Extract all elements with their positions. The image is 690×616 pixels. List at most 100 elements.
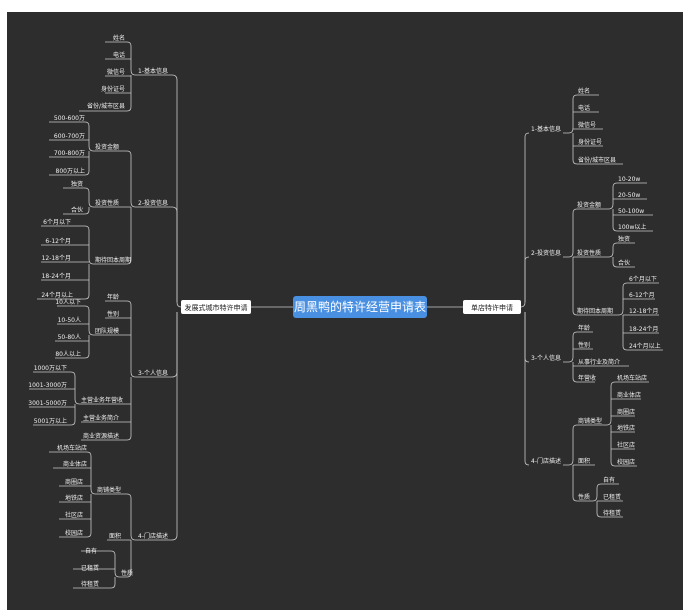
- left-payback-1[interactable]: 6个月以下: [43, 219, 71, 226]
- right-s4-nature[interactable]: 性质: [578, 493, 590, 501]
- left-revenue-2[interactable]: 1001-3000万: [28, 382, 67, 389]
- right-section-1[interactable]: 1-基本信息: [531, 125, 561, 133]
- left-payback-4[interactable]: 18-24个月: [42, 273, 71, 280]
- left-payback-2[interactable]: 6-12个月: [45, 238, 71, 245]
- left-nature-2[interactable]: 合伙: [71, 206, 83, 214]
- central-title: 周黑鸭的特许经营申请表: [294, 299, 426, 314]
- right-s4-shop-type[interactable]: 商铺类型: [578, 417, 602, 425]
- left-team-2[interactable]: 10-50人: [58, 317, 81, 324]
- left-s3-age[interactable]: 年龄: [107, 293, 119, 301]
- central-node[interactable]: 周黑鸭的特许经营申请表: [293, 296, 427, 318]
- right-shop-3[interactable]: 商圈店: [617, 408, 635, 416]
- left-s3-team[interactable]: 团队规模: [95, 327, 119, 335]
- left-nature2-3[interactable]: 待租赁: [81, 580, 99, 588]
- left-shop-1[interactable]: 机场车站店: [57, 444, 87, 452]
- right-payback-4[interactable]: 18-24个月: [629, 326, 658, 333]
- left-shop-3[interactable]: 商圈店: [65, 478, 83, 486]
- right-amount-1[interactable]: 10-20w: [618, 176, 640, 183]
- left-section-1[interactable]: 1-基本信息: [138, 67, 168, 75]
- left-revenue-1[interactable]: 1000万以下: [34, 365, 67, 372]
- left-revenue-3[interactable]: 3001-5000万: [28, 400, 67, 407]
- left-s4-nature[interactable]: 性质: [121, 569, 133, 577]
- left-nature-1[interactable]: 独资: [71, 180, 83, 188]
- right-section-4[interactable]: 4-门店描述: [531, 457, 561, 465]
- right-nature-1[interactable]: 独资: [618, 235, 630, 243]
- right-shop-1[interactable]: 机场车站店: [617, 374, 647, 382]
- left-s1-item-phone[interactable]: 电话: [113, 51, 125, 59]
- left-amount-3[interactable]: 700-800万: [54, 150, 85, 157]
- connector-left-s4-b: [107, 539, 132, 578]
- left-amount-1[interactable]: 500-600万: [54, 115, 85, 122]
- left-s3-resources[interactable]: 商业资源描述: [83, 432, 119, 440]
- right-payback-2[interactable]: 6-12个月: [629, 292, 655, 299]
- right-payback-3[interactable]: 12-18个月: [629, 308, 658, 315]
- right-s3-gender[interactable]: 性别: [578, 341, 590, 349]
- right-s1-item-region[interactable]: 省份/城市区县: [578, 156, 616, 164]
- right-section-3[interactable]: 3-个人信息: [531, 354, 561, 362]
- right-nature2-2[interactable]: 已租赁: [603, 493, 621, 501]
- left-shop-4[interactable]: 地铁店: [65, 494, 83, 502]
- connector-right-nature-items: [608, 242, 635, 268]
- connector-left-s4-a: [95, 493, 136, 541]
- right-amount-4[interactable]: 100w以上: [618, 223, 646, 231]
- left-s4-shop-type[interactable]: 商铺类型: [97, 486, 121, 494]
- left-section-3[interactable]: 3-个人信息: [138, 369, 168, 377]
- right-amount-2[interactable]: 20-50w: [618, 192, 640, 199]
- right-payback-1[interactable]: 6个月以下: [629, 276, 657, 283]
- left-payback-3[interactable]: 12-18个月: [42, 255, 71, 262]
- right-shop-5[interactable]: 社区店: [617, 441, 635, 449]
- right-nature2-1[interactable]: 自有: [603, 476, 615, 484]
- left-s1-item-name[interactable]: 姓名: [113, 34, 125, 42]
- right-s2-group-nature[interactable]: 投资性质: [577, 249, 601, 257]
- left-s2-group-payback[interactable]: 期待回本周期: [95, 256, 131, 264]
- connector-right-s2: [524, 256, 530, 302]
- left-section-4[interactable]: 4-门店描述: [138, 532, 168, 540]
- right-s2-group-amount[interactable]: 投资金额: [577, 201, 601, 209]
- right-amount-3[interactable]: 50-100w: [618, 208, 644, 215]
- left-s1-item-region[interactable]: 省份/城市区县: [87, 102, 125, 110]
- left-shop-2[interactable]: 商业体店: [63, 460, 87, 468]
- right-nature-2[interactable]: 合伙: [618, 259, 630, 267]
- right-s2-group-payback[interactable]: 期待回本周期: [577, 307, 613, 315]
- right-s1-item-phone[interactable]: 电话: [578, 104, 590, 112]
- right-s1-item-id[interactable]: 身份证号: [578, 138, 602, 146]
- left-nature2-2[interactable]: 已租赁: [81, 564, 99, 572]
- left-amount-4[interactable]: 800万以上: [56, 167, 85, 175]
- left-payback-5[interactable]: 24个月以上: [41, 291, 73, 299]
- left-main-node[interactable]: 发展式城市特许申请: [181, 300, 251, 314]
- left-revenue-4[interactable]: 5001万以上: [34, 417, 67, 425]
- left-s1-item-id[interactable]: 身份证号: [101, 85, 125, 93]
- left-team-4[interactable]: 80人以上: [55, 350, 81, 358]
- right-main-node[interactable]: 单店特许申请: [463, 300, 521, 314]
- left-s2-group-amount[interactable]: 投资金额: [95, 143, 119, 151]
- right-section-2[interactable]: 2-投资信息: [531, 249, 561, 257]
- left-s4-area[interactable]: 面积: [109, 532, 121, 540]
- left-s3-revenue[interactable]: 主营业务年营收: [81, 396, 123, 404]
- right-shop-4[interactable]: 地铁店: [617, 424, 635, 432]
- right-nature2-3[interactable]: 待租赁: [603, 509, 621, 517]
- right-s1-item-name[interactable]: 姓名: [578, 87, 590, 95]
- left-shop-6[interactable]: 校园店: [65, 529, 83, 537]
- right-s3-industry[interactable]: 从事行业及简介: [578, 358, 620, 366]
- right-payback-5[interactable]: 24个月以上: [629, 342, 661, 350]
- left-s1-item-wechat[interactable]: 微信号: [107, 68, 125, 76]
- connector-right-nature2-items: [592, 483, 623, 518]
- right-shop-2[interactable]: 商业体店: [617, 391, 641, 399]
- left-s3-biz-intro[interactable]: 主营业务简介: [83, 414, 119, 422]
- left-amount-2[interactable]: 600-700万: [54, 133, 85, 140]
- right-s4-area[interactable]: 面积: [578, 457, 590, 465]
- right-s3-revenue[interactable]: 年营收: [578, 374, 596, 382]
- right-s1-item-wechat[interactable]: 微信号: [578, 121, 596, 129]
- left-s2-group-nature[interactable]: 投资性质: [95, 199, 119, 207]
- left-shop-5[interactable]: 社区店: [65, 511, 83, 519]
- connector-left-s1-items: [105, 41, 136, 76]
- right-s3-age[interactable]: 年龄: [578, 324, 590, 332]
- left-s3-gender[interactable]: 性别: [107, 310, 119, 318]
- right-shop-6[interactable]: 校园店: [617, 458, 635, 466]
- left-team-3[interactable]: 50-80人: [58, 334, 81, 341]
- left-nature2-1[interactable]: 自有: [85, 547, 97, 555]
- connector-right-s1: [520, 132, 530, 308]
- left-team-1[interactable]: 10人以下: [55, 299, 81, 306]
- left-main-box: [181, 300, 251, 314]
- left-section-2[interactable]: 2-投资信息: [138, 199, 168, 207]
